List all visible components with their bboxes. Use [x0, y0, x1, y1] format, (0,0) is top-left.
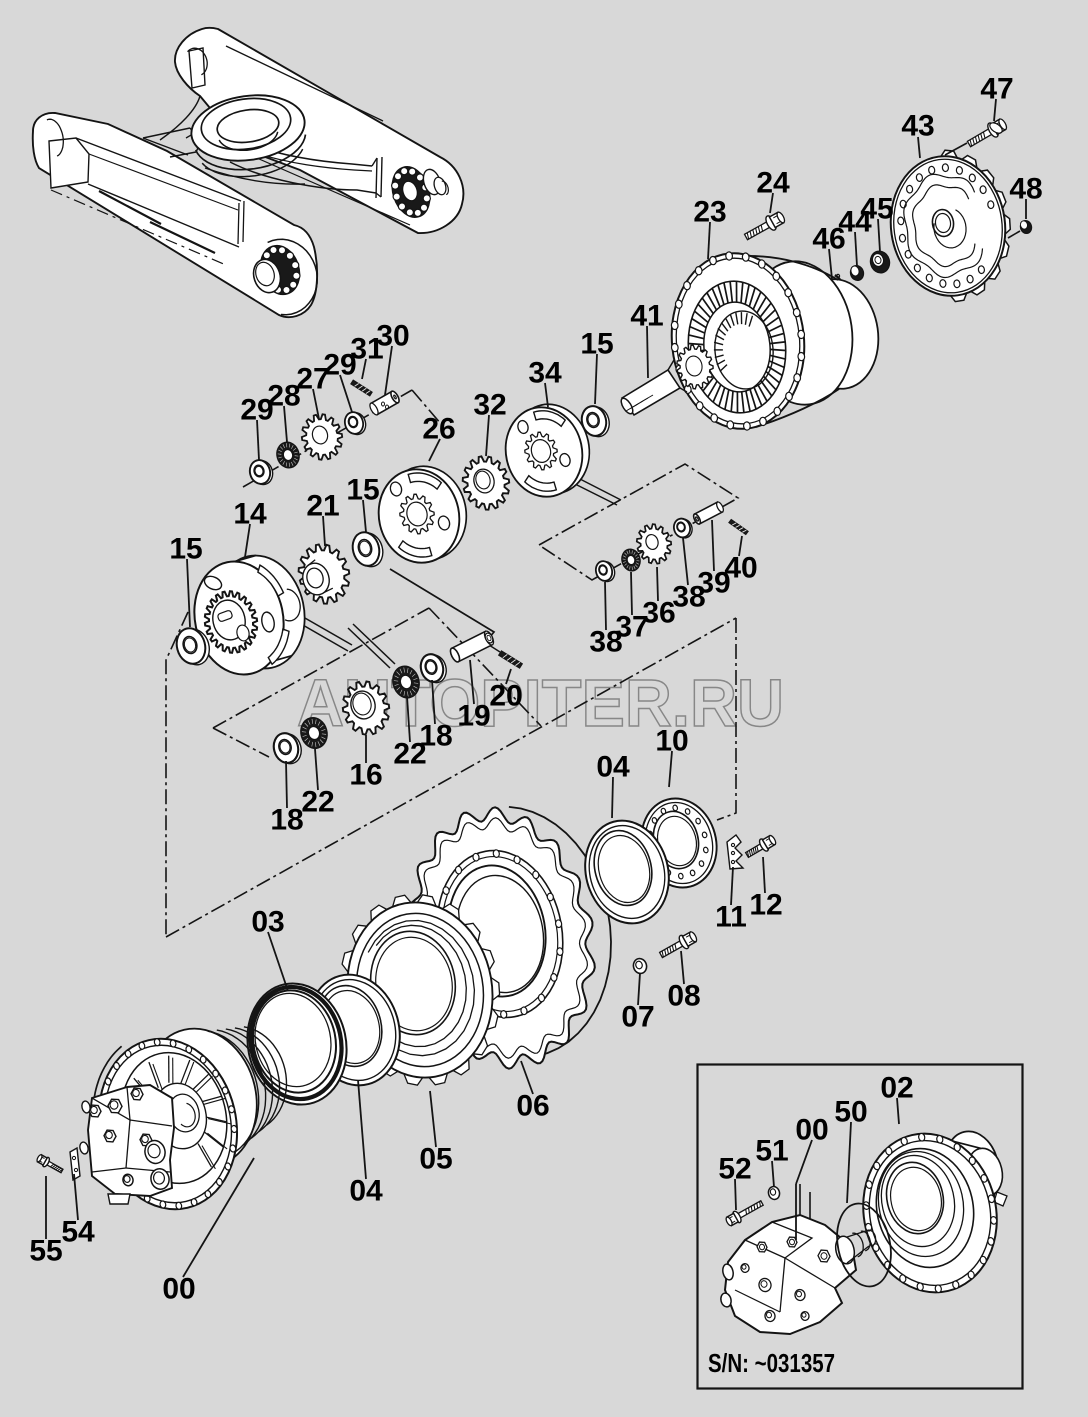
svg-text:22: 22 [301, 786, 334, 819]
svg-text:46: 46 [812, 223, 845, 256]
svg-text:06: 06 [516, 1090, 549, 1123]
svg-text:29: 29 [323, 349, 356, 382]
svg-text:52: 52 [718, 1153, 751, 1186]
svg-text:00: 00 [795, 1114, 828, 1147]
svg-text:32: 32 [473, 389, 506, 422]
svg-text:27: 27 [296, 363, 329, 396]
svg-text:55: 55 [29, 1235, 62, 1268]
svg-text:00: 00 [162, 1273, 195, 1306]
svg-text:47: 47 [980, 73, 1013, 106]
svg-text:45: 45 [860, 193, 893, 226]
svg-text:08: 08 [667, 980, 700, 1013]
svg-text:34: 34 [528, 357, 562, 390]
svg-text:24: 24 [756, 167, 790, 200]
svg-text:31: 31 [350, 333, 383, 366]
svg-text:18: 18 [270, 804, 303, 837]
svg-text:15: 15 [346, 474, 379, 507]
svg-text:21: 21 [306, 490, 339, 523]
svg-text:10: 10 [655, 725, 688, 758]
svg-text:07: 07 [621, 1001, 654, 1034]
svg-text:14: 14 [233, 498, 267, 531]
svg-text:02: 02 [880, 1072, 913, 1105]
svg-text:15: 15 [580, 328, 613, 361]
svg-text:41: 41 [630, 300, 663, 333]
svg-text:05: 05 [419, 1143, 452, 1176]
svg-text:43: 43 [901, 110, 934, 143]
svg-text:37: 37 [615, 611, 648, 644]
svg-text:38: 38 [589, 626, 622, 659]
svg-text:29: 29 [240, 394, 273, 427]
svg-text:16: 16 [349, 759, 382, 792]
svg-text:20: 20 [489, 680, 522, 713]
svg-text:04: 04 [349, 1175, 383, 1208]
svg-text:11: 11 [715, 901, 747, 934]
svg-text:50: 50 [834, 1096, 867, 1129]
svg-text:12: 12 [749, 889, 782, 922]
svg-text:44: 44 [838, 206, 872, 239]
svg-text:03: 03 [251, 906, 284, 939]
svg-text:18: 18 [419, 720, 452, 753]
svg-text:22: 22 [393, 738, 426, 771]
svg-text:S/N: ~031357: S/N: ~031357 [708, 1348, 835, 1378]
svg-text:30: 30 [376, 320, 409, 353]
svg-text:28: 28 [267, 380, 300, 413]
svg-text:04: 04 [596, 751, 630, 784]
svg-text:51: 51 [755, 1135, 788, 1168]
svg-text:15: 15 [169, 533, 202, 566]
svg-text:38: 38 [672, 581, 705, 614]
svg-text:40: 40 [724, 552, 757, 585]
svg-text:54: 54 [61, 1216, 95, 1249]
svg-text:26: 26 [422, 413, 455, 446]
svg-text:36: 36 [642, 597, 675, 630]
svg-text:23: 23 [693, 196, 726, 229]
svg-text:48: 48 [1009, 173, 1042, 206]
svg-text:19: 19 [457, 700, 490, 733]
svg-text:39: 39 [697, 567, 730, 600]
